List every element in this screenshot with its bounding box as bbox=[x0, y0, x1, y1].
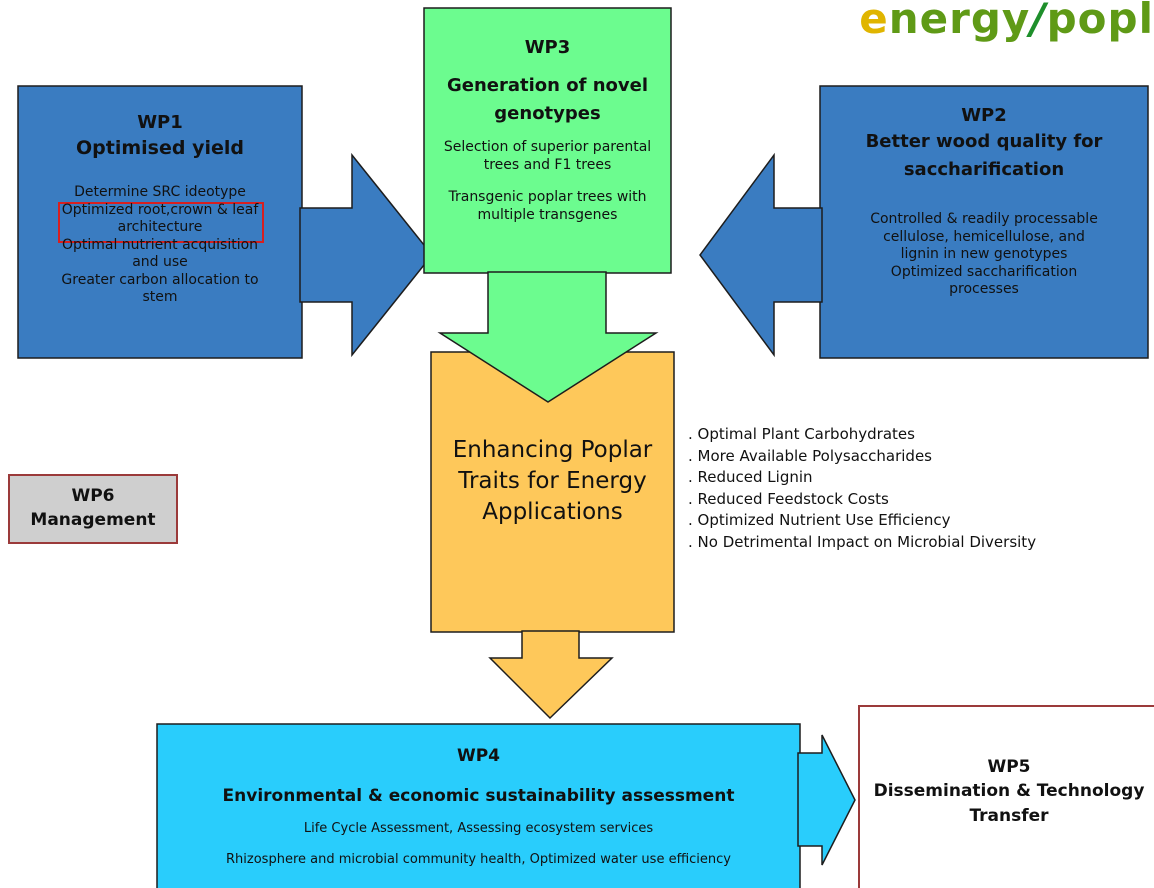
wp3-items-a: Selection of superior parental trees and… bbox=[443, 139, 652, 173]
wp1-box bbox=[17, 85, 303, 359]
wp4-to-wp5-arrow bbox=[797, 734, 856, 866]
traits-list-item: . Optimized Nutrient Use Efficiency bbox=[688, 511, 951, 529]
wp6-box bbox=[8, 474, 178, 544]
traits-list-item: . Optimal Plant Carbohydrates bbox=[688, 425, 915, 443]
wp6-title: Management bbox=[30, 510, 156, 530]
traits-list-item: . More Available Polysaccharides bbox=[688, 446, 932, 465]
traits-list: . Optimal Plant Carbohydrates . More Ava… bbox=[688, 424, 1036, 553]
wp2-arrow bbox=[699, 152, 823, 358]
wp2-items: Controlled & readily processable cellulo… bbox=[870, 211, 1098, 297]
traits-list-item: . Reduced Feedstock Costs bbox=[688, 489, 889, 508]
wp3-title-line1: Generation of novel bbox=[446, 75, 648, 96]
wp1-arrow bbox=[299, 152, 433, 358]
highlight-rectangle bbox=[58, 202, 264, 243]
wp3-box bbox=[423, 7, 672, 274]
wp2-id: WP2 bbox=[961, 105, 1007, 126]
traits-list-item: . Reduced Lignin bbox=[688, 468, 813, 486]
wp6-id: WP6 bbox=[71, 486, 115, 506]
center-title: Enhancing Poplar Traits for Energy Appli… bbox=[452, 437, 653, 525]
wp3-id: WP3 bbox=[524, 37, 571, 58]
wp1-title: Optimised yield bbox=[76, 137, 244, 159]
wp4-id: WP4 bbox=[456, 746, 501, 766]
wp5-id: WP5 bbox=[987, 757, 1031, 777]
wp4-box bbox=[156, 723, 801, 888]
wp4-item-1: Life Cycle Assessment, Assessing ecosyst… bbox=[303, 821, 654, 836]
wp5-box bbox=[858, 705, 1154, 888]
wp1-id: WP1 bbox=[137, 112, 183, 133]
wp2-title-line1: Better wood quality for bbox=[865, 131, 1103, 152]
wp4-item-2: Rhizosphere and microbial community heal… bbox=[226, 852, 731, 867]
wp1-items: Determine SRC ideotype Optimized root,cr… bbox=[61, 184, 259, 305]
wp5-title-line2: Transfer bbox=[969, 806, 1049, 826]
wp4-title: Environmental & economic sustainability … bbox=[222, 786, 735, 806]
energy-poplar-logo: energy/popl bbox=[859, 0, 1154, 43]
wp3-down-arrow bbox=[437, 271, 659, 403]
wp2-box bbox=[819, 85, 1149, 359]
traits-list-item: . No Detrimental Impact on Microbial Div… bbox=[688, 532, 1037, 551]
wp3-title-line2: genotypes bbox=[494, 103, 601, 124]
wp3-items-b: Transgenic poplar trees with multiple tr… bbox=[448, 189, 647, 223]
wp5-title-line1: Dissemination & Technology bbox=[873, 781, 1145, 801]
center-down-arrow bbox=[488, 630, 614, 720]
wp2-title-line2: saccharification bbox=[903, 159, 1065, 180]
